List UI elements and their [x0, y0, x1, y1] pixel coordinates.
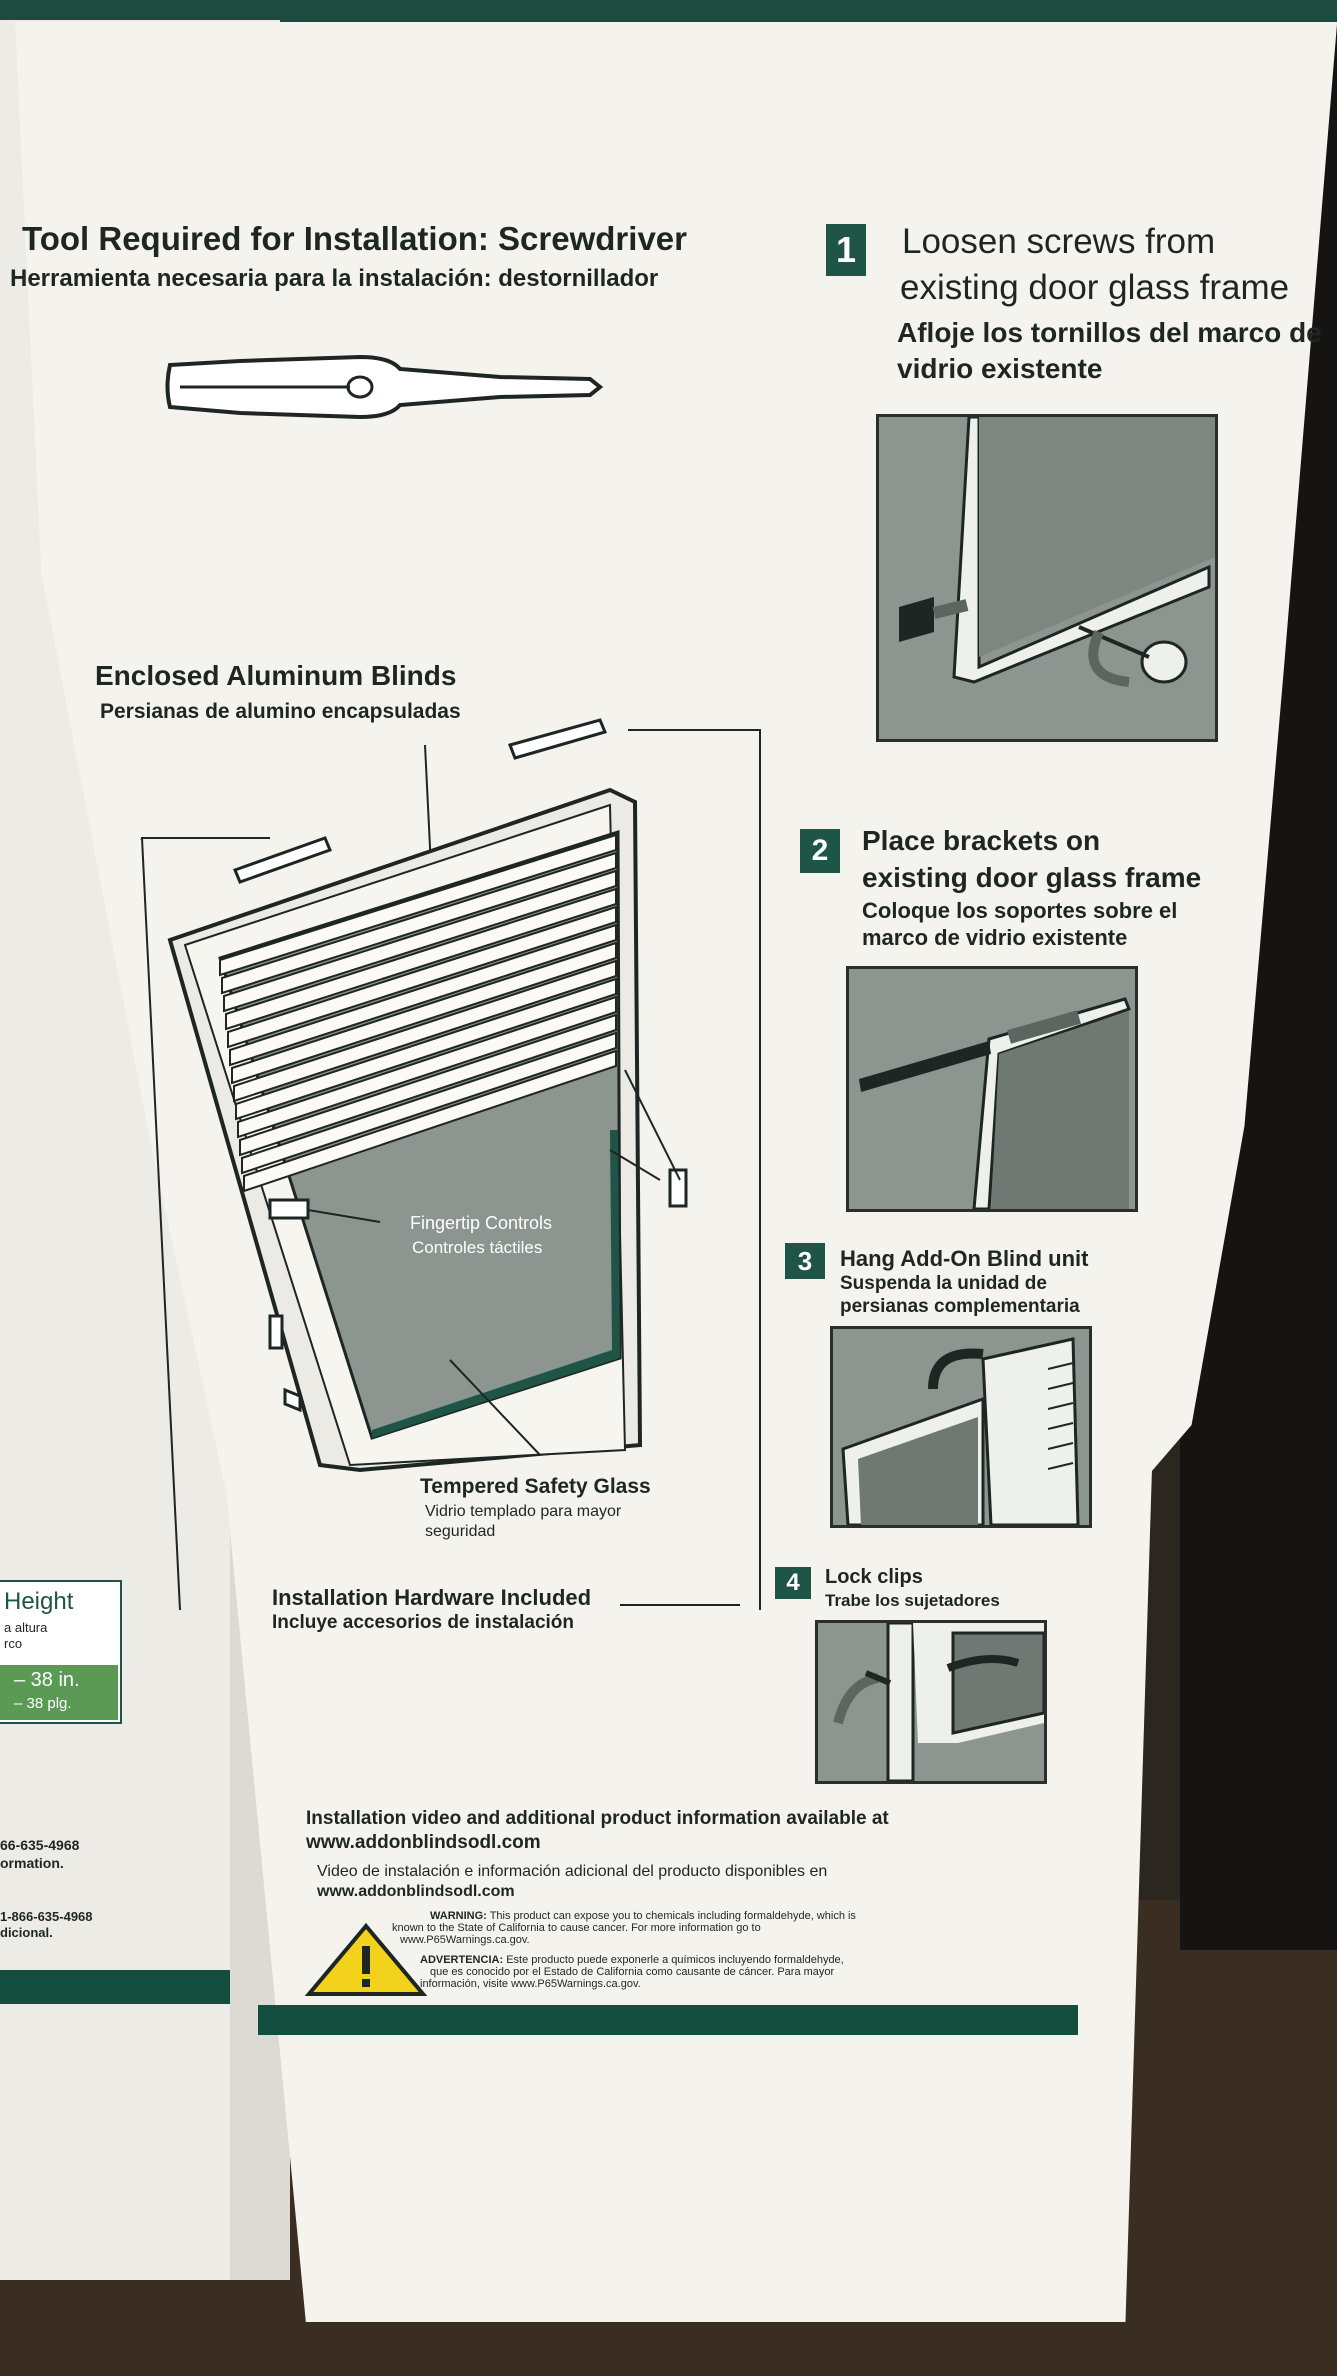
video-info-es: Video de instalación e información adici…: [317, 1863, 828, 1880]
blinds-label-es: Persianas de alumino encapsuladas: [100, 700, 461, 723]
step-4-illustration: [815, 1620, 1047, 1784]
step-3-title: Hang Add-On Blind unit: [840, 1246, 1089, 1271]
adjacent-box-green-band: [0, 1970, 230, 2004]
step-1-illustration: [876, 414, 1218, 742]
glass-label-es-1: Vidrio templado para mayor: [425, 1503, 622, 1520]
warning-text-en-2: known to the State of California to caus…: [392, 1922, 761, 1934]
video-info-en: Installation video and additional produc…: [306, 1808, 889, 1829]
green-band: [258, 2005, 1078, 2035]
warning-label-es: ADVERTENCIA:: [420, 1954, 504, 1966]
step-3-illustration: [830, 1326, 1092, 1528]
video-url-2: www.addonblindsodl.com: [317, 1883, 515, 1900]
step-3-es-line-1: Suspenda la unidad de: [840, 1273, 1047, 1294]
hardware-leader: [620, 1604, 740, 1606]
hardware-label-es: Incluye accesorios de instalación: [272, 1612, 575, 1633]
step-1-es-line-2: vidrio existente: [897, 353, 1103, 384]
step-4-title: Lock clips: [825, 1566, 923, 1588]
door-blind-diagram: [140, 718, 761, 1610]
height-es-1: a altura: [4, 1620, 48, 1635]
warning-label-en: WARNING:: [430, 1910, 487, 1922]
left-phone-2-tail: dicional.: [0, 1925, 53, 1940]
height-label: Height: [4, 1588, 74, 1615]
step-2-illustration: [846, 966, 1138, 1212]
glass-label-es-2: seguridad: [425, 1523, 496, 1540]
step-4-es: Trabe los sujetadores: [825, 1591, 1000, 1610]
warning-line-es-1: ADVERTENCIA: Este producto puede exponer…: [420, 1954, 844, 1966]
step-1-es-line-1: Afloje los tornillos del marco de: [897, 317, 1322, 348]
warning-text-es-2: que es conocido por el Estado de Califor…: [430, 1966, 835, 1978]
step-2-title-line-1: Place brackets on: [862, 825, 1101, 856]
range-in: – 38 in.: [14, 1669, 80, 1691]
height-es-2: rco: [4, 1636, 23, 1651]
warning-text-es-1: Este producto puede exponerle a químicos…: [506, 1954, 844, 1966]
step-1-title-line-1: Loosen screws from: [902, 222, 1216, 261]
step-4-number: 4: [775, 1567, 811, 1599]
step-2-es-line-1: Coloque los soportes sobre el: [862, 898, 1178, 923]
step-2-es-line-2: marco de vidrio existente: [862, 925, 1128, 950]
warning-icon: [305, 1922, 427, 1996]
glass-label-en: Tempered Safety Glass: [420, 1475, 651, 1498]
controls-label-es: Controles táctiles: [412, 1238, 543, 1257]
range-plg: – 38 plg.: [14, 1695, 72, 1712]
step-1-number: 1: [826, 224, 866, 276]
left-phone-1: 66-635-4968: [0, 1837, 80, 1853]
tool-title-es: Herramienta necesaria para la instalació…: [10, 265, 659, 292]
step-1-title-line-2: existing door glass frame: [900, 268, 1290, 307]
left-phone-2: 1-866-635-4968: [0, 1909, 93, 1924]
step-3-number: 3: [785, 1243, 825, 1279]
step-2-title-line-2: existing door glass frame: [862, 862, 1202, 893]
blind-slats: [219, 833, 617, 1193]
blinds-label-en: Enclosed Aluminum Blinds: [95, 660, 457, 691]
video-url-1: www.addonblindsodl.com: [306, 1832, 541, 1853]
warning-line-1: WARNING: This product can expose you to …: [430, 1910, 856, 1922]
warning-text-es-3: información, visite www.P65Warnings.ca.g…: [420, 1978, 641, 1990]
step-2-number: 2: [800, 829, 840, 873]
height-range-box: – 38 in. – 38 plg.: [0, 1665, 118, 1720]
box-top-edge: [0, 0, 1337, 22]
screwdriver-icon: [165, 354, 604, 420]
warning-text-en-1: This product can expose you to chemicals…: [489, 1910, 856, 1922]
left-phone-1-tail: ormation.: [0, 1855, 64, 1871]
warning-text-en-3: www.P65Warnings.ca.gov.: [400, 1934, 530, 1946]
step-3-es-line-2: persianas complementaria: [840, 1296, 1080, 1317]
controls-label-en: Fingertip Controls: [410, 1213, 553, 1233]
tool-title-en: Tool Required for Installation: Screwdri…: [22, 220, 687, 257]
hardware-label-en: Installation Hardware Included: [272, 1585, 592, 1610]
